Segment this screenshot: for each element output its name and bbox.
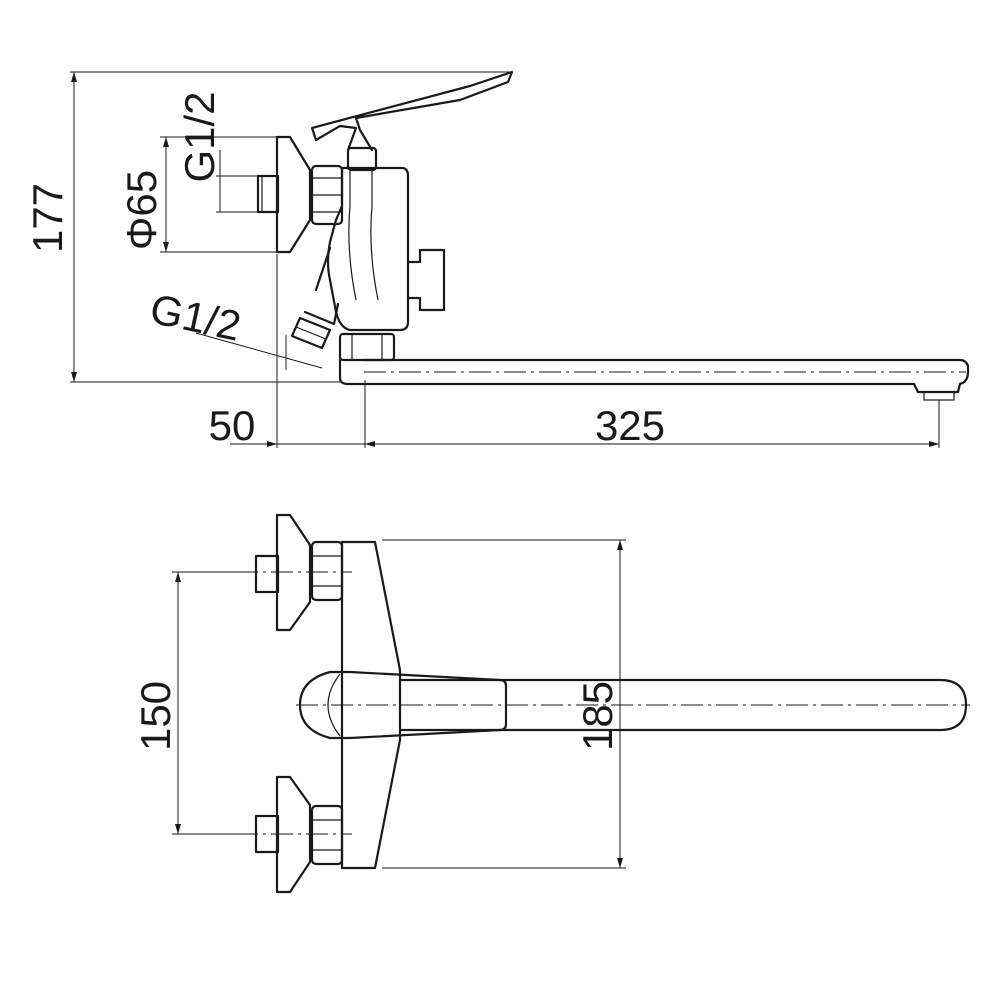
height-dimension [70, 71, 512, 383]
upper-inlet [256, 164, 344, 226]
top-body [340, 540, 402, 870]
body-width-dimension [382, 539, 626, 869]
body-width-label: 185 [574, 681, 621, 751]
top-lever [298, 670, 508, 740]
aerator [923, 391, 955, 401]
lower-inlet [290, 246, 340, 350]
outlet-thread-label: G1/2 [146, 285, 245, 350]
wall-flange [275, 135, 312, 254]
top-view: 150 185 [132, 513, 970, 894]
spout-length-label: 325 [595, 402, 665, 449]
height-label: 177 [24, 183, 71, 253]
outlet-thread-leader [195, 332, 323, 369]
offset-dimensions [230, 254, 940, 448]
offset-label: 50 [209, 402, 256, 449]
mixer-body [326, 166, 410, 332]
side-knob [406, 248, 446, 312]
side-view: 177 Φ65 G1/2 [24, 70, 970, 449]
spout-side [338, 358, 970, 394]
inlet-thread-label: G1/2 [176, 91, 223, 182]
flange-dimension [160, 136, 290, 253]
inlet-spacing-dimension [172, 571, 256, 835]
spout-nut [338, 332, 396, 362]
inlet-thread-dimension [216, 150, 260, 213]
lever-handle [310, 70, 514, 152]
flange-diameter-label: Φ65 [118, 170, 165, 250]
inlet-spacing-label: 150 [132, 681, 179, 751]
